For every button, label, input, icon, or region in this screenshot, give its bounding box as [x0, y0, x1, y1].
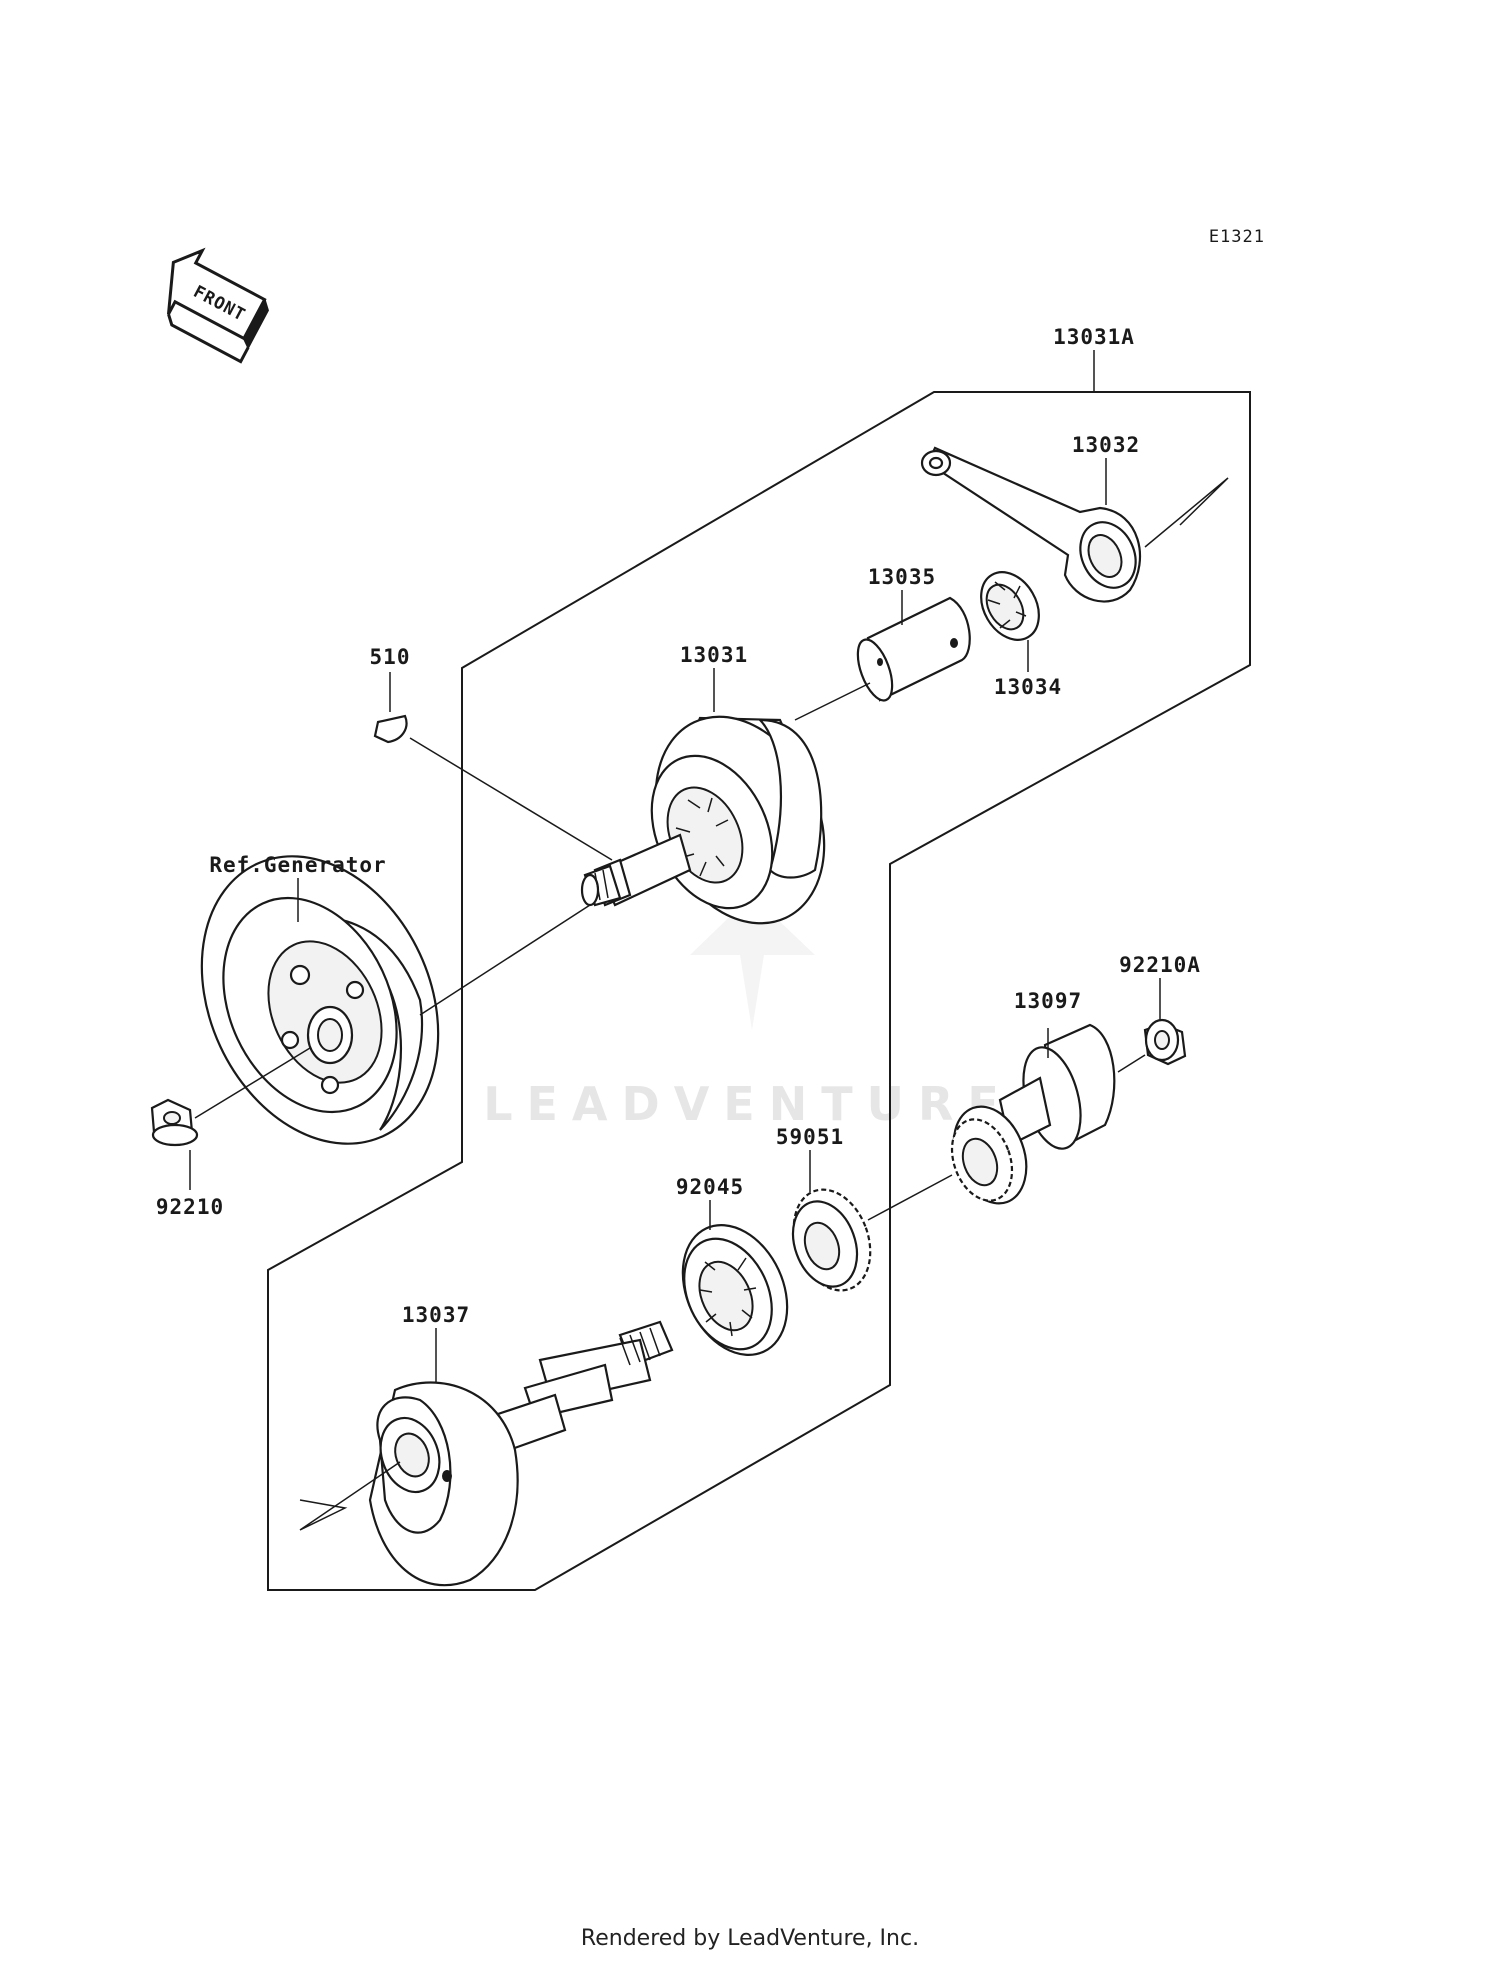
- nut-centerline-left: [194, 1047, 311, 1119]
- footer-credit: Rendered by LeadVenture, Inc.: [581, 1926, 919, 1951]
- flange-nut-right: [1143, 1018, 1187, 1066]
- gear-centerline: [867, 1174, 953, 1221]
- label-13037: 13037: [402, 1303, 470, 1327]
- label-92045: 92045: [676, 1175, 744, 1199]
- label-13097: 13097: [1014, 989, 1082, 1013]
- needle-bearing: [980, 571, 1040, 641]
- generator-rotor: [200, 855, 440, 1145]
- woodruff-key: [373, 714, 408, 744]
- connecting-rod: [920, 446, 1142, 603]
- label-13031: 13031: [680, 643, 748, 667]
- front-arrow-icon: FRONT: [166, 247, 269, 364]
- generator-centerline: [419, 904, 591, 1016]
- watermark-text: LEADVENTURE: [483, 1077, 1013, 1131]
- crank-centerline: [299, 1461, 401, 1531]
- flange-nut-left: [150, 1098, 199, 1147]
- label-92210: 92210: [156, 1195, 224, 1219]
- ball-bearing: [681, 1224, 789, 1356]
- nut-centerline-right: [1117, 1054, 1146, 1073]
- label-510: 510: [370, 645, 411, 669]
- crankshaft-left: [368, 1320, 674, 1587]
- label-13034: 13034: [994, 675, 1062, 699]
- label-13031A: 13031A: [1053, 325, 1135, 349]
- crank-pin: [856, 596, 971, 702]
- balancer-gear: [950, 1105, 1028, 1205]
- label-ref-generator: Ref.Generator: [209, 853, 386, 877]
- label-13035: 13035: [868, 565, 936, 589]
- crank-gear: [791, 1188, 872, 1292]
- diagram-code: E1321: [1209, 227, 1265, 247]
- key-centerline: [409, 737, 613, 861]
- assembly-outline-13031A: [267, 391, 1251, 1591]
- label-92210A: 92210A: [1119, 953, 1201, 977]
- pin-centerline: [794, 682, 871, 721]
- label-13032: 13032: [1072, 433, 1140, 457]
- label-59051: 59051: [776, 1125, 844, 1149]
- rod-centerline: [1144, 477, 1229, 548]
- crankshaft-right: [580, 715, 826, 925]
- balancer-shaft: [950, 1023, 1116, 1205]
